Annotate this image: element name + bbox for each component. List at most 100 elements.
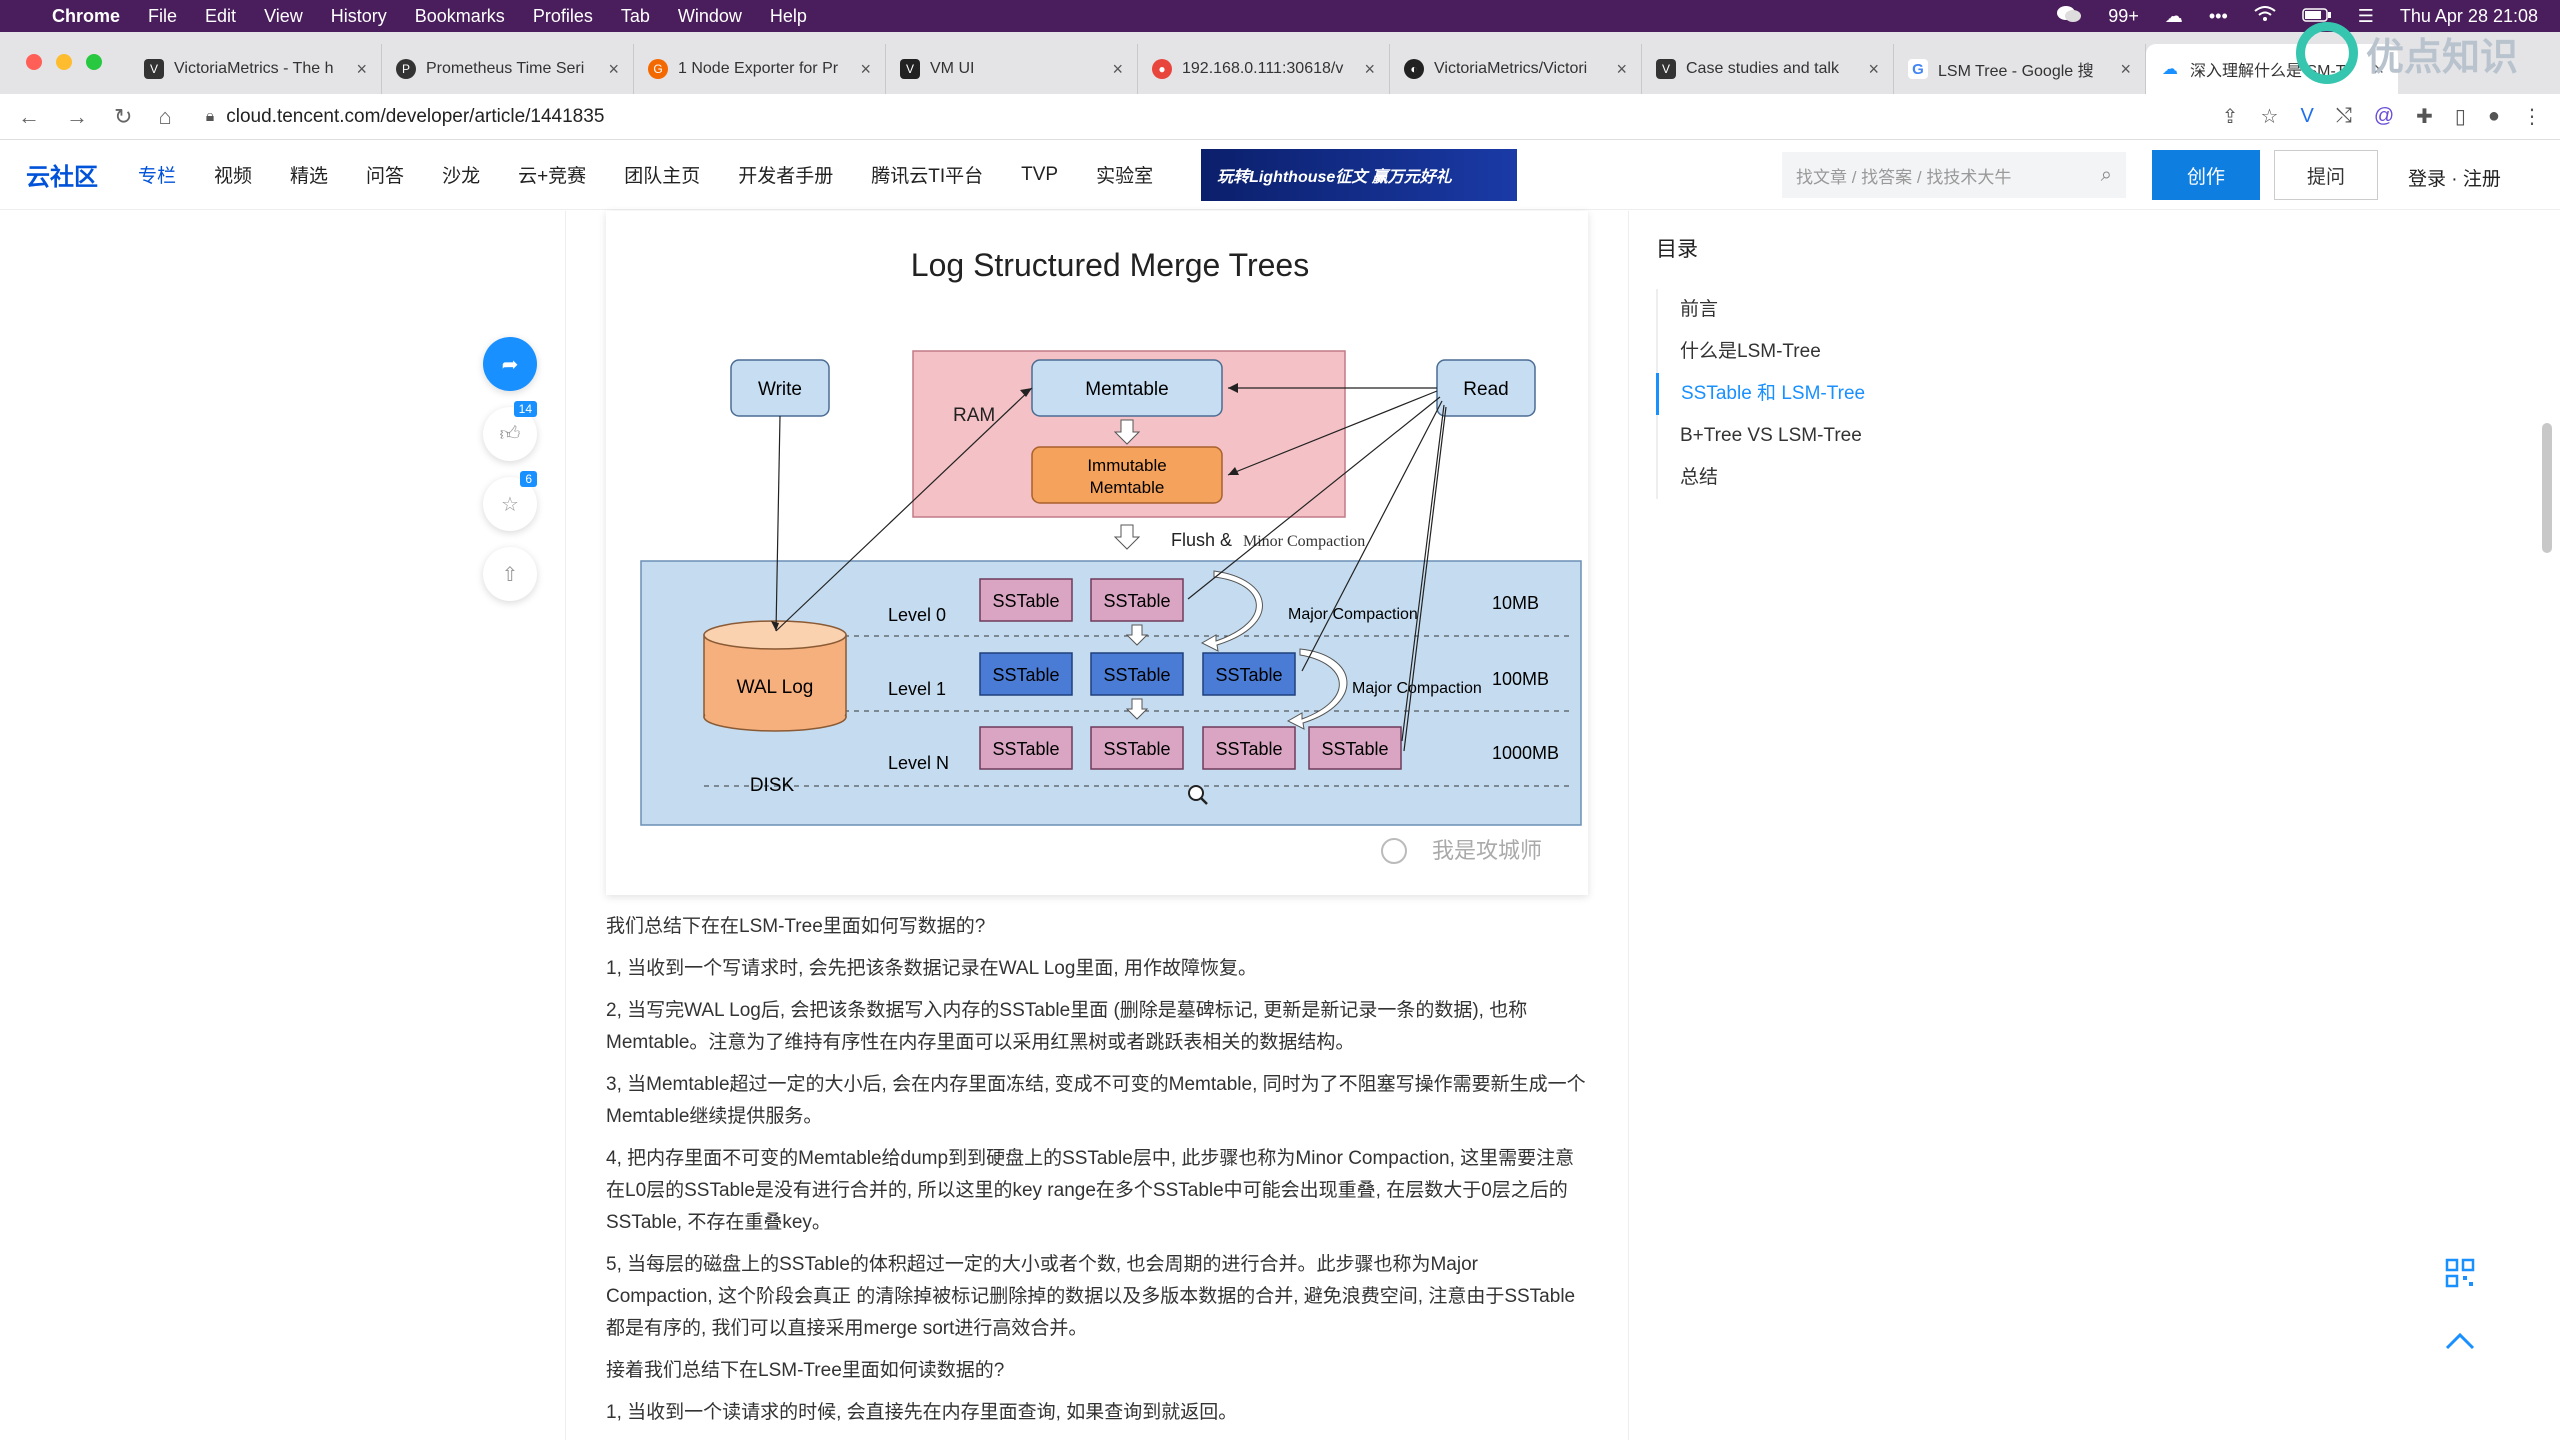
chrome-menu-icon[interactable]: ⋮ xyxy=(2522,106,2542,128)
toc-item-sstable-lsm[interactable]: SSTable 和 LSM-Tree xyxy=(1656,373,2076,415)
tab-title: Case studies and talk xyxy=(1686,60,1839,77)
url-text[interactable]: cloud.tencent.com/developer/article/1441… xyxy=(226,105,605,127)
nav-video[interactable]: 视频 xyxy=(214,166,253,187)
tencent-cloud-icon: ☁ xyxy=(2160,59,2180,79)
share-floating-button[interactable]: ➦ xyxy=(483,337,537,391)
nav-lab[interactable]: 实验室 xyxy=(1096,166,1154,187)
connection-lines xyxy=(775,387,1447,752)
wifi-icon[interactable] xyxy=(2254,5,2276,27)
tab-google-search[interactable]: G LSM Tree - Google 搜 × xyxy=(1894,44,2146,94)
tab-local-ip[interactable]: ● 192.168.0.111:30618/v × xyxy=(1138,44,1390,94)
tab-victoriametrics[interactable]: V VictoriaMetrics - The h × xyxy=(130,44,382,94)
reload-icon[interactable]: ↻ xyxy=(114,103,133,129)
side-panel-icon[interactable]: ▯ xyxy=(2454,106,2466,128)
close-tab-icon[interactable]: × xyxy=(860,58,871,79)
export-button[interactable]: ⇧ xyxy=(483,547,537,601)
like-button[interactable]: 👍︎ 14 xyxy=(483,401,537,461)
immutable-memtable-box xyxy=(1031,446,1223,504)
favorite-button[interactable]: ☆ 6 xyxy=(483,471,537,531)
battery-icon[interactable] xyxy=(2302,6,2332,27)
menu-help[interactable]: Help xyxy=(769,5,807,26)
sstable-label: SSTable xyxy=(992,665,1059,685)
flush-arrow xyxy=(1113,524,1141,550)
nav-column[interactable]: 专栏 xyxy=(138,166,177,187)
nav-dev-handbook[interactable]: 开发者手册 xyxy=(738,166,834,187)
page-scrollbar[interactable] xyxy=(2542,423,2552,553)
home-icon[interactable]: ⌂ xyxy=(158,103,172,129)
site-logo[interactable]: 云社区 xyxy=(26,164,98,191)
share-page-icon[interactable]: ⇪ xyxy=(2221,106,2239,128)
menu-profiles[interactable]: Profiles xyxy=(532,5,593,26)
close-tab-icon[interactable]: × xyxy=(1868,58,1879,79)
ask-button[interactable]: 提问 xyxy=(2274,150,2378,200)
create-button[interactable]: 创作 xyxy=(2152,150,2260,200)
puzzle-icon[interactable]: ✚ xyxy=(2416,106,2433,128)
minimize-window-button[interactable] xyxy=(56,54,72,70)
tab-vm-ui[interactable]: V VM UI × xyxy=(886,44,1138,94)
back-icon[interactable]: ← xyxy=(18,103,40,129)
menu-tab[interactable]: Tab xyxy=(620,5,650,26)
control-center-icon[interactable]: ☰ xyxy=(2357,5,2374,26)
nav-salon[interactable]: 沙龙 xyxy=(442,166,481,187)
sstable-label: SSTable xyxy=(1321,739,1388,759)
wal-log-label: WAL Log xyxy=(737,677,814,698)
close-tab-icon[interactable]: × xyxy=(1616,58,1627,79)
at-icon[interactable]: @ xyxy=(2373,105,2395,127)
github-icon: ◐ xyxy=(1404,59,1424,79)
tab-case-studies[interactable]: V Case studies and talk × xyxy=(1642,44,1894,94)
bookmark-star-icon[interactable]: ☆ xyxy=(2260,106,2279,128)
close-tab-icon[interactable]: × xyxy=(356,58,367,79)
close-tab-icon[interactable]: × xyxy=(1364,58,1375,79)
level0-down-arrow xyxy=(1125,624,1149,646)
nav-competition[interactable]: 云+竞赛 xyxy=(518,166,587,187)
zoom-window-button[interactable] xyxy=(86,54,102,70)
menu-app-name[interactable]: Chrome xyxy=(52,5,121,26)
menu-bookmarks[interactable]: Bookmarks xyxy=(414,5,505,26)
browser-toolbar: ← → ↻ ⌂ 🔒︎ cloud.tencent.com/developer/a… xyxy=(0,94,2560,140)
site-search-input[interactable]: 找文章 / 找答案 / 找技术大牛 ⌕ xyxy=(1782,152,2126,198)
menu-view[interactable]: View xyxy=(264,5,303,26)
close-tab-icon[interactable]: × xyxy=(608,58,619,79)
close-window-button[interactable] xyxy=(26,54,42,70)
nav-tvp[interactable]: TVP xyxy=(1021,163,1059,185)
back-to-top-icon[interactable] xyxy=(2430,1311,2490,1371)
toc-item-summary[interactable]: 总结 xyxy=(1656,457,2076,499)
menu-edit[interactable]: Edit xyxy=(205,5,237,26)
menu-history[interactable]: History xyxy=(330,5,387,26)
tab-node-exporter[interactable]: G 1 Node Exporter for Pr × xyxy=(634,44,886,94)
toc-item-preface[interactable]: 前言 xyxy=(1656,289,2076,331)
more-icon[interactable]: ••• xyxy=(2208,5,2228,26)
login-register-link[interactable]: 登录 · 注册 xyxy=(2408,169,2501,190)
nav-team[interactable]: 团队主页 xyxy=(624,166,701,187)
level1-label: Level 1 xyxy=(888,679,946,699)
clock[interactable]: Thu Apr 28 21:08 xyxy=(2399,5,2538,26)
cloud-icon[interactable]: ☁ xyxy=(2164,5,2183,26)
nav-ti-platform[interactable]: 腾讯云TI平台 xyxy=(871,166,984,187)
address-bar[interactable]: 🔒︎ cloud.tencent.com/developer/article/1… xyxy=(198,99,2200,135)
toc-item-what-is-lsm[interactable]: 什么是LSM-Tree xyxy=(1656,331,2076,373)
tab-prometheus[interactable]: P Prometheus Time Seri × xyxy=(382,44,634,94)
wechat-icon[interactable] xyxy=(2056,4,2082,29)
menu-window[interactable]: Window xyxy=(677,5,742,26)
close-tab-icon[interactable]: × xyxy=(2373,58,2384,79)
profile-avatar[interactable]: ● xyxy=(2487,105,2500,127)
close-tab-icon[interactable]: × xyxy=(2120,58,2131,79)
search-icon[interactable]: ⌕ xyxy=(2100,163,2112,186)
extension-icon[interactable]: ⤭ xyxy=(2335,105,2352,127)
promo-banner[interactable]: 玩转Lighthouse征文 赢万元好礼 xyxy=(1201,148,1518,201)
lock-icon[interactable]: 🔒︎ xyxy=(205,107,215,125)
vue-devtools-icon[interactable]: V xyxy=(2300,105,2314,127)
sstable-ln-4 xyxy=(1308,726,1402,770)
forward-icon[interactable]: → xyxy=(66,103,88,129)
menu-file[interactable]: File xyxy=(148,5,178,26)
article-paragraph: 4, 把内存里面不可变的Memtable给dump到到硬盘上的SSTable层中… xyxy=(606,1148,1575,1233)
disk-label: DISK xyxy=(750,775,795,796)
toc-item-btree-vs-lsm[interactable]: B+Tree VS LSM-Tree xyxy=(1656,415,2076,457)
tab-github[interactable]: ◐ VictoriaMetrics/Victori × xyxy=(1390,44,1642,94)
nav-qa[interactable]: 问答 xyxy=(366,166,405,187)
qr-code-icon[interactable] xyxy=(2430,1243,2490,1303)
nav-featured[interactable]: 精选 xyxy=(290,166,329,187)
content-divider-right xyxy=(1628,211,1629,1440)
close-tab-icon[interactable]: × xyxy=(1112,58,1123,79)
lsm-tree-figure: Log Structured Merge Trees RAM Write Rea… xyxy=(606,211,1588,895)
